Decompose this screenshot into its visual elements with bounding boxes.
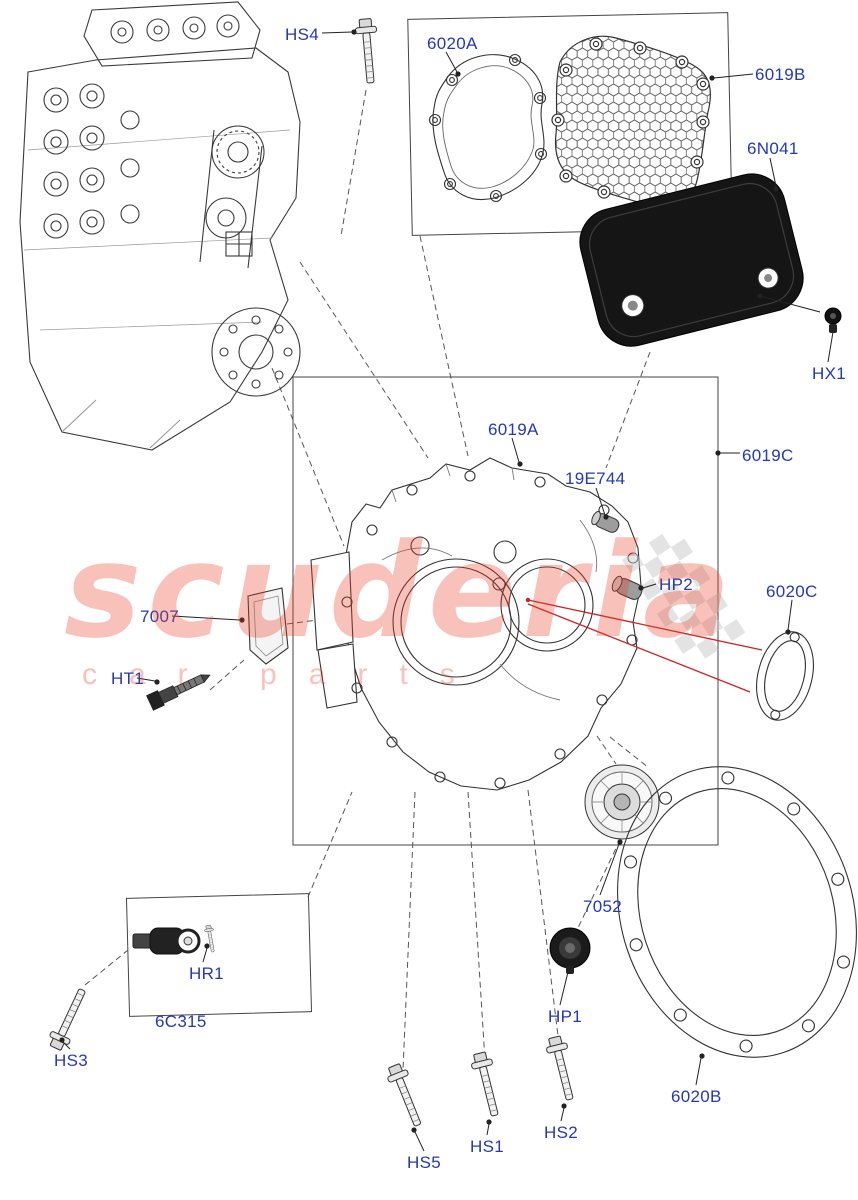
plug-hp1 [549, 927, 591, 974]
part-label-6019a[interactable]: 6019A [488, 420, 539, 439]
part-label-ht1[interactable]: HT1 [111, 669, 145, 688]
part-label-hp2[interactable]: HP2 [659, 575, 693, 594]
part-label-hs2[interactable]: HS2 [544, 1123, 578, 1142]
bolt-hs3 [45, 985, 93, 1053]
seal-7052 [584, 764, 660, 840]
part-label-hs4[interactable]: HS4 [285, 25, 319, 44]
part-label-hx1[interactable]: HX1 [812, 364, 846, 383]
part-label-6020c[interactable]: 6020C [766, 582, 818, 601]
part-label-hs3[interactable]: HS3 [54, 1051, 88, 1070]
sensor-6c315 [132, 927, 201, 955]
bolt-hs4 [354, 17, 382, 85]
part-label-7007[interactable]: 7007 [140, 607, 180, 626]
part-label-6019b[interactable]: 6019B [755, 65, 806, 84]
part-label-hs1[interactable]: HS1 [470, 1137, 504, 1156]
bolt-hs2 [543, 1034, 581, 1103]
part-label-hp1[interactable]: HP1 [548, 1007, 582, 1026]
gasket-6020b [617, 766, 857, 1058]
timing-cover-6019a [310, 457, 642, 791]
part-label-7052[interactable]: 7052 [583, 897, 623, 916]
red-pointer-lines [525, 597, 763, 693]
dowel-pin-19e744 [591, 511, 643, 600]
gasket-6020c [756, 631, 814, 721]
screw-hr1 [203, 924, 218, 953]
checkered-flag-watermark [622, 533, 746, 659]
part-label-6019c[interactable]: 6019C [742, 446, 794, 465]
engine-assembly-illustration [19, 1, 301, 451]
group-box-cover [407, 12, 733, 236]
acoustic-cover-6n041 [579, 173, 804, 347]
part-label-6n041[interactable]: 6N041 [747, 139, 799, 158]
part-label-6c315[interactable]: 6C315 [155, 1012, 207, 1031]
sensor-ht1 [146, 674, 211, 711]
part-label-6020b[interactable]: 6020B [671, 1087, 722, 1106]
part-label-19e744[interactable]: 19E744 [565, 469, 626, 488]
bolt-hs5 [383, 1061, 429, 1130]
dowel-pin-hp2 [611, 575, 643, 600]
part-label-hs5[interactable]: HS5 [407, 1153, 441, 1172]
bolt-hs1 [468, 1050, 506, 1119]
cover-plate-6019b [551, 35, 711, 212]
bracket-7007 [247, 587, 289, 665]
part-label-hr1[interactable]: HR1 [189, 964, 224, 983]
group-box-sensor [125, 893, 313, 1017]
gasket-6020a [428, 53, 548, 203]
label-leader-lines [59, 29, 836, 1152]
part-label-6020a[interactable]: 6020A [427, 34, 478, 53]
